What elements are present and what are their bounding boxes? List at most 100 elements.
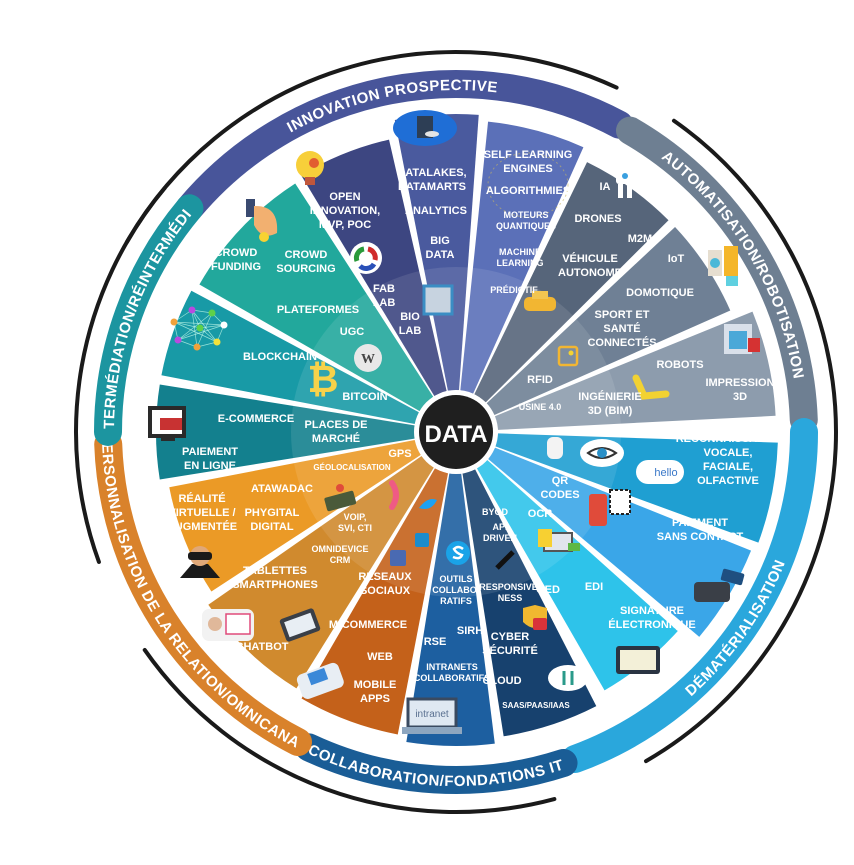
fingerprint-icon <box>547 437 563 459</box>
sector-label: SÉCURITÉ <box>482 644 538 657</box>
sector-iot[interactable] <box>486 227 731 415</box>
sector-label: RFID <box>527 374 553 386</box>
shield-lock-icon <box>523 605 547 630</box>
ring-band-innovation <box>175 70 634 223</box>
connected-car-icon <box>524 291 556 311</box>
center-hub-circle <box>419 395 493 469</box>
sector-label: MVP, POC <box>319 219 371 231</box>
sector-usine[interactable] <box>494 311 776 430</box>
sector-label: BIG <box>430 235 450 247</box>
sector-big-data[interactable] <box>394 113 479 391</box>
sector-label: ENGINES <box>503 163 553 175</box>
sector-label: PHYGITAL <box>245 507 300 519</box>
sector-label: GÉOLOCALISATION <box>313 463 390 472</box>
skype-icon <box>446 541 470 565</box>
sector-label: BYOD <box>482 507 509 517</box>
map-pin-icon <box>324 484 357 512</box>
sector-label: SOCIAUX <box>360 585 411 597</box>
sector-outils-collaboratifs[interactable] <box>406 473 495 746</box>
sector-label: PLACES DE <box>305 419 368 431</box>
laptop-folder-icon <box>538 529 580 552</box>
sector-label: RSE <box>424 636 447 648</box>
sector-label: OLFACTIVE <box>697 475 759 487</box>
payment-terminal-icon <box>694 568 745 602</box>
intranet-laptop-icon: intranet <box>402 697 462 734</box>
sector-label: LEARNING <box>497 258 544 268</box>
linkedin-icon <box>415 533 429 547</box>
sector-label: IA <box>600 181 611 193</box>
sector-label: AUTONOME <box>558 267 622 279</box>
sector-algorithmies[interactable] <box>460 121 584 394</box>
sector-label: PAIEMENT <box>182 446 238 458</box>
ring-band-desintermediation <box>94 194 204 446</box>
mobile-apps-icon <box>296 662 344 699</box>
sector-label: M-COMMERCE <box>329 619 407 631</box>
sector-label: CRM <box>330 555 351 565</box>
rfid-icon <box>557 345 579 367</box>
sector-label: OCR <box>528 508 553 520</box>
sector-label: GED <box>536 584 560 596</box>
sector-label: SOURCING <box>276 263 335 275</box>
sector-label: SMARTPHONES <box>232 579 318 591</box>
facebook-icon <box>390 550 406 566</box>
sector-label: MOTEURS <box>504 210 549 220</box>
svg-text:W: W <box>361 352 375 367</box>
hello-text: hello <box>654 467 677 479</box>
outer-frame-arc <box>142 647 557 814</box>
sector-label: COLLABO- <box>432 585 480 595</box>
sector-label: NESS <box>498 593 523 603</box>
sector-signature[interactable] <box>476 460 678 691</box>
wikipedia-icon: W <box>354 344 382 372</box>
voice-hello-icon: hello <box>636 460 684 484</box>
sector-label: M2M <box>628 233 652 245</box>
sector-label: ATAWADAC <box>251 483 313 495</box>
sector-label: PAIEMENT <box>672 517 728 529</box>
sector-label: INNOVATION, <box>310 205 380 217</box>
sector-label: SANS CONTACT <box>657 531 744 543</box>
sector-label: DRIVEN <box>483 533 517 543</box>
sector-label: CROWD <box>285 249 328 261</box>
sector-label: CHATBOT <box>236 641 289 653</box>
robot-arm-icon <box>632 374 670 400</box>
sector-phygital[interactable] <box>169 439 421 592</box>
sector-tablettes[interactable] <box>208 456 434 689</box>
sector-label: MACHINE <box>499 247 541 257</box>
sector-label: BIO <box>400 311 420 323</box>
sector-label: 3D (BIM) <box>588 405 633 417</box>
sector-label: RÉSEAUX <box>358 570 412 583</box>
sector-label: IMPRESSION <box>705 377 774 389</box>
sector-label: WEB <box>367 651 393 663</box>
sector-label: SIGNATURE <box>620 605 684 617</box>
sector-label: VÉHICULE <box>562 252 618 265</box>
sector-reconnaissance[interactable] <box>495 433 778 543</box>
sector-label: ALGORITHMIES <box>486 185 570 197</box>
sector-label: CYBER <box>491 631 530 643</box>
sector-ia[interactable] <box>474 162 669 403</box>
cloud-sync-icon <box>548 665 588 691</box>
sector-label: RESPONSIVE- <box>479 582 541 592</box>
sector-label: ÉLECTRONIQUE <box>608 618 695 631</box>
sector-label: EN LIGNE <box>184 460 236 472</box>
center-label: DATA <box>424 421 487 448</box>
sector-label: APPS <box>360 693 390 705</box>
sector-label: OUTILS <box>440 574 473 584</box>
sector-label: TABLETTES <box>243 565 307 577</box>
sector-label: DATAMARTS <box>398 181 466 193</box>
fablab-icon <box>350 242 382 274</box>
sector-label: SANTÉ <box>603 322 640 335</box>
sector-e-commerce[interactable] <box>156 384 415 480</box>
sector-label: QUANTIQUES <box>496 221 556 231</box>
outer-frame-arc <box>74 185 167 564</box>
sector-label: GPS <box>388 448 411 460</box>
sector-label: INGÉNIERIE <box>578 390 642 403</box>
sector-label: INTRANETS <box>426 662 478 672</box>
tablet-signature-icon <box>616 646 660 674</box>
sector-paiement-sans-contact[interactable] <box>488 447 752 637</box>
ring-band-automatisation <box>616 116 818 434</box>
outer-frame-arc <box>644 118 838 764</box>
sector-label: PRÉDICTIF <box>490 285 538 295</box>
sector-label: DOMOTIQUE <box>626 287 694 299</box>
sector-label: EDI <box>585 581 603 593</box>
center-hub[interactable]: DATA <box>414 390 498 474</box>
